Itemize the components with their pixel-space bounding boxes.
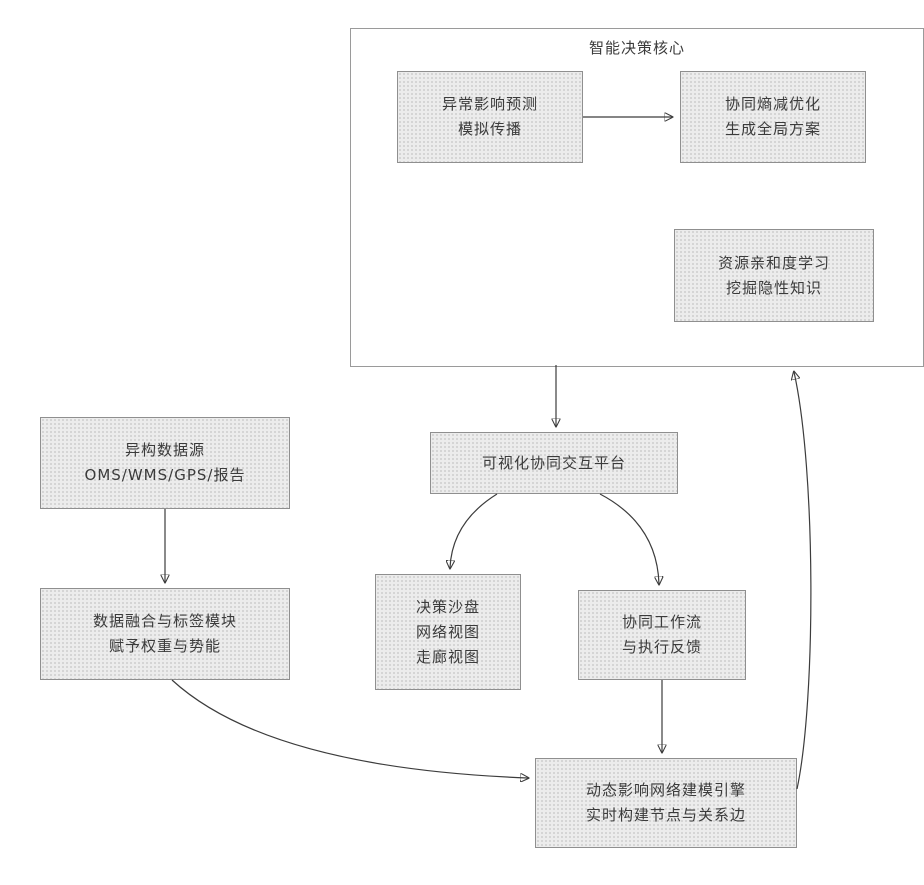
node-anomaly-line2: 模拟传播 — [457, 120, 522, 138]
node-anomaly-prediction: 异常影响预测 模拟传播 — [397, 71, 583, 163]
node-sandbox-line1: 决策沙盘 — [415, 597, 480, 616]
node-workflow-line1: 协同工作流 — [621, 613, 702, 631]
node-decision-sandbox: 决策沙盘 网络视图 走廊视图 — [375, 574, 521, 690]
node-fusion-module: 数据融合与标签模块 赋予权重与势能 — [40, 588, 290, 680]
node-affinity-line2: 挖掘隐性知识 — [725, 278, 822, 297]
node-entropy-line2: 生成全局方案 — [724, 120, 821, 138]
node-data-source-line2: OMS/WMS/GPS/报告 — [84, 466, 246, 484]
core-title: 智能决策核心 — [588, 39, 685, 57]
node-resource-affinity: 资源亲和度学习 挖掘隐性知识 — [674, 229, 874, 322]
node-entropy-line1: 协同熵减优化 — [724, 95, 821, 113]
node-sandbox-line3: 走廊视图 — [415, 647, 480, 666]
node-collab-workflow: 协同工作流 与执行反馈 — [578, 590, 746, 680]
node-affinity-line1: 资源亲和度学习 — [717, 253, 830, 272]
node-modeling-engine: 动态影响网络建模引擎 实时构建节点与关系边 — [535, 758, 797, 848]
node-workflow-line2: 与执行反馈 — [621, 638, 702, 656]
node-fusion-line2: 赋予权重与势能 — [108, 637, 221, 655]
node-data-source: 异构数据源 OMS/WMS/GPS/报告 — [40, 417, 290, 509]
node-sandbox-line2: 网络视图 — [415, 622, 480, 641]
node-anomaly-line1: 异常影响预测 — [441, 95, 538, 113]
arrow-fusion-to-engine — [171, 679, 528, 778]
node-fusion-line1: 数据融合与标签模块 — [92, 612, 237, 630]
node-engine-line2: 实时构建节点与关系边 — [585, 806, 746, 824]
node-entropy-optimization: 协同熵减优化 生成全局方案 — [680, 71, 866, 163]
node-data-source-line1: 异构数据源 — [124, 441, 205, 459]
arrow-platform-to-sandbox — [450, 493, 498, 568]
arrow-platform-to-workflow — [599, 493, 659, 584]
arrow-engine-to-core — [794, 372, 812, 790]
node-visual-platform: 可视化协同交互平台 — [430, 432, 678, 494]
node-platform-line1: 可视化协同交互平台 — [481, 453, 626, 472]
node-engine-line1: 动态影响网络建模引擎 — [585, 781, 746, 799]
